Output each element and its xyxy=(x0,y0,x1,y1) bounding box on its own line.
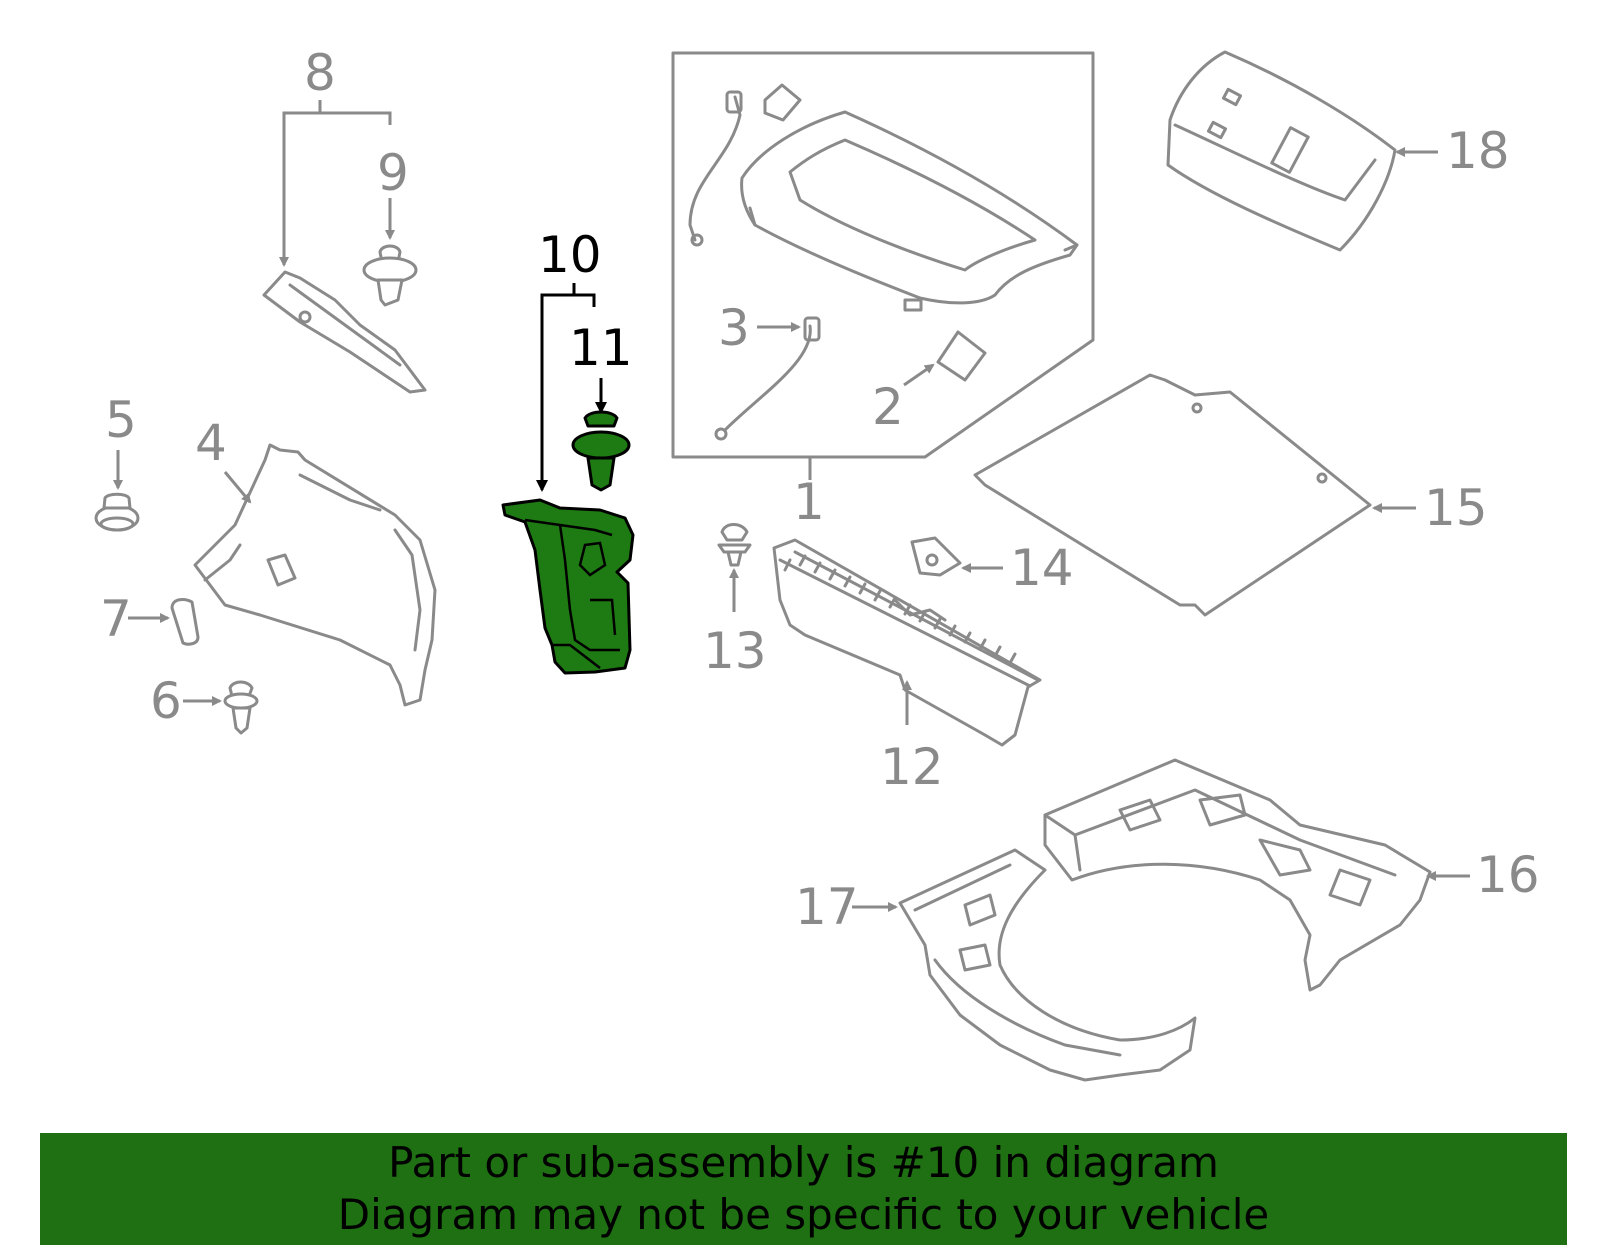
callout-6: 6 xyxy=(150,672,182,730)
callout-14: 14 xyxy=(1010,539,1074,597)
callout-13: 13 xyxy=(703,622,767,680)
part-11-clip-highlighted: 11 xyxy=(569,319,633,492)
part-14-hook: 14 xyxy=(910,536,1074,597)
part-7-cap: 7 xyxy=(100,590,200,648)
part-1-cable xyxy=(688,83,802,247)
part-18-cover: 18 xyxy=(1166,50,1510,252)
callout-11: 11 xyxy=(569,319,633,377)
callout-17: 17 xyxy=(795,878,859,936)
part-2-pad: 2 xyxy=(872,330,987,436)
part-15-floor-board: 15 xyxy=(973,373,1488,617)
callout-2: 2 xyxy=(872,378,904,436)
callout-15: 15 xyxy=(1424,479,1488,537)
banner-line-2: Diagram may not be specific to your vehi… xyxy=(337,1190,1270,1239)
callout-12: 12 xyxy=(880,738,944,796)
callout-18: 18 xyxy=(1446,122,1510,180)
callout-1: 1 xyxy=(793,473,825,531)
part-5-nut: 5 xyxy=(94,391,140,532)
part-8-trim-strip: 8 xyxy=(262,44,427,394)
part-10-bracket-highlighted: 10 xyxy=(501,226,635,675)
part-16-spare-tray: 16 xyxy=(1043,758,1540,992)
part-13-clip: 13 xyxy=(703,523,767,680)
callout-8: 8 xyxy=(304,44,336,102)
callout-5: 5 xyxy=(105,391,137,449)
callout-16: 16 xyxy=(1476,846,1540,904)
part-1-package-tray xyxy=(740,110,1079,312)
part-1-assembly-box xyxy=(671,51,1095,480)
part-12-sill-trim: 12 xyxy=(772,538,1042,796)
callout-3: 3 xyxy=(718,299,750,357)
info-banner: Part or sub-assembly is #10 in diagram D… xyxy=(40,1133,1567,1245)
callout-7: 7 xyxy=(100,590,132,648)
callout-9: 9 xyxy=(377,144,409,202)
banner-line-1: Part or sub-assembly is #10 in diagram xyxy=(388,1138,1219,1187)
part-6-clip: 6 xyxy=(150,672,259,735)
part-17-side-tray: 17 xyxy=(795,848,1197,1082)
part-9-clip: 9 xyxy=(362,144,418,307)
callout-10: 10 xyxy=(538,226,602,284)
part-4-side-trim: 4 xyxy=(193,414,437,707)
part-3-cable: 3 xyxy=(714,299,821,441)
callout-4: 4 xyxy=(195,414,227,472)
